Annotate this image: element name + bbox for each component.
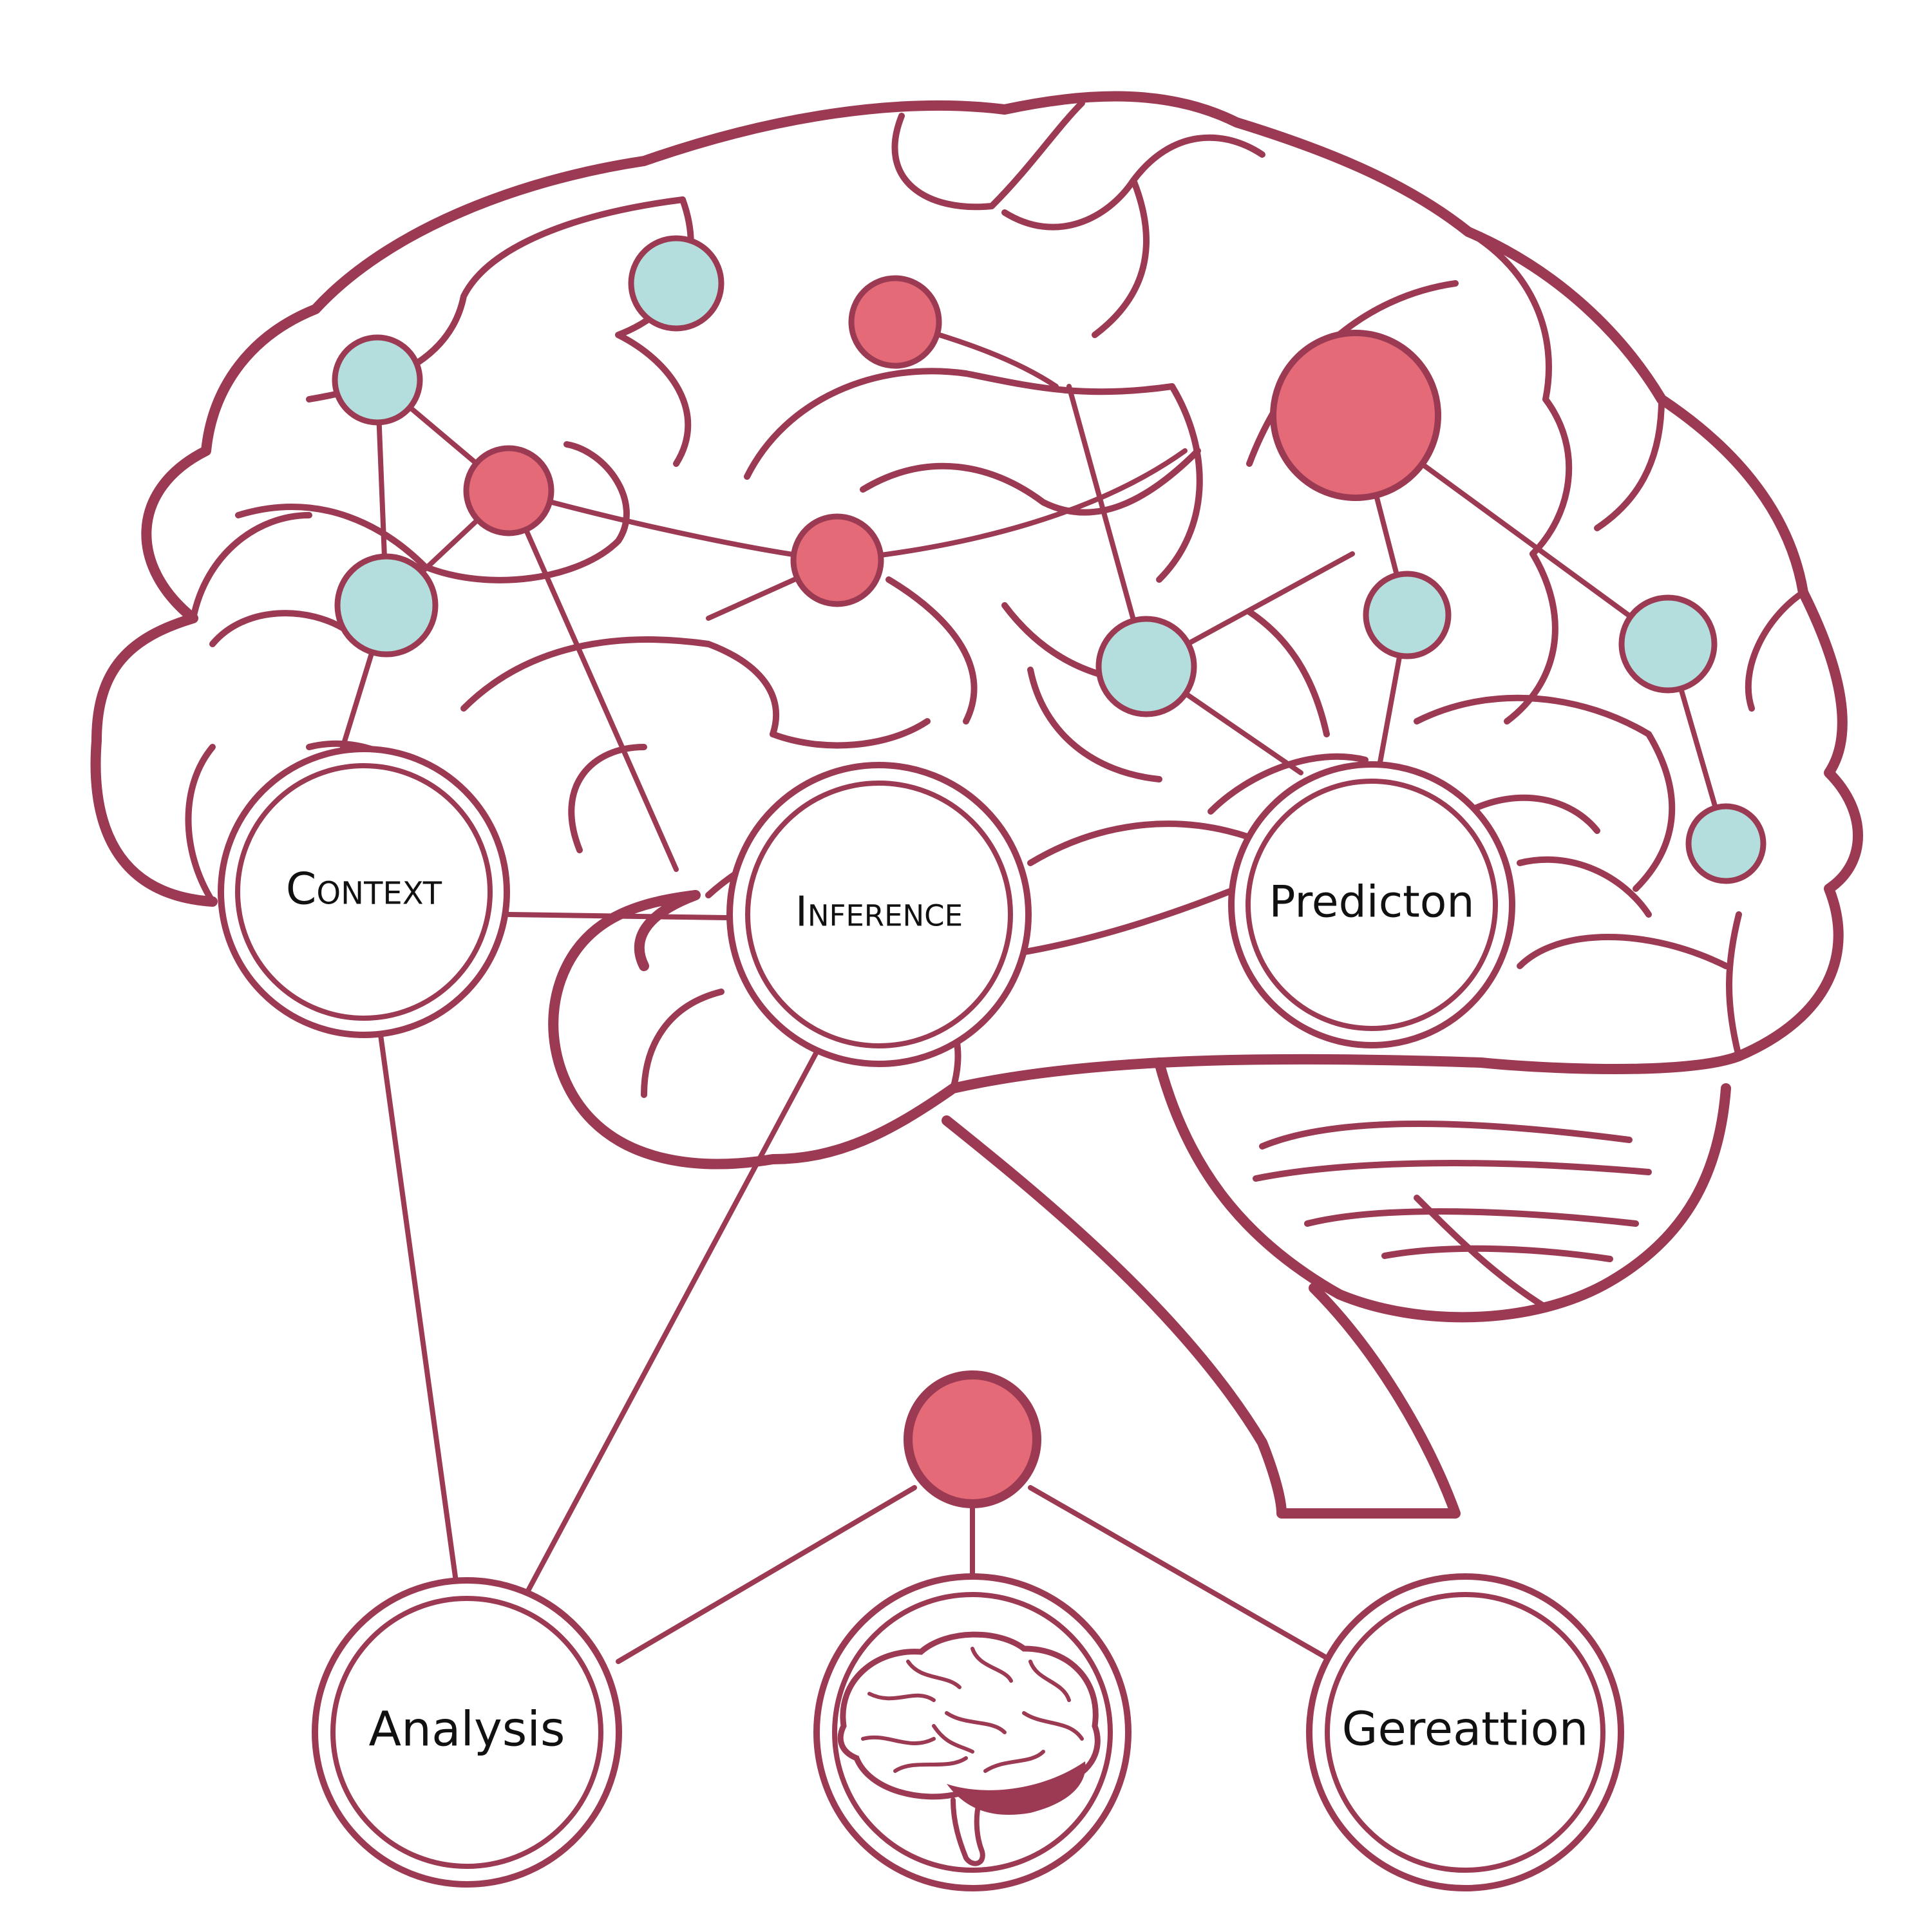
concept-inference[interactable]: Inference <box>726 762 1032 1067</box>
generation-label: Gereattion <box>1342 1702 1589 1756</box>
concept-prediction[interactable]: Predicton <box>1228 761 1515 1048</box>
link <box>616 1485 917 1664</box>
node-teal <box>1095 616 1197 717</box>
link <box>526 1047 820 1593</box>
node-red <box>790 513 884 607</box>
node-red <box>463 445 554 536</box>
link <box>1028 1485 1336 1664</box>
network-nodes <box>332 235 1766 1508</box>
hub-node-red <box>904 1370 1041 1508</box>
link <box>377 1028 460 1593</box>
node-teal <box>332 334 423 426</box>
context-label: Context <box>286 864 442 915</box>
brain-outline <box>90 91 1863 1519</box>
node-teal <box>1685 803 1766 884</box>
inference-label: Inference <box>795 889 963 936</box>
node-teal <box>1618 594 1718 694</box>
concept-context[interactable]: Context <box>218 746 510 1038</box>
node-teal <box>628 235 724 332</box>
concept-generation[interactable]: Gereattion <box>1306 1573 1624 1891</box>
prediction-label: Predicton <box>1269 877 1475 928</box>
node-teal <box>1363 571 1452 659</box>
node-red-large <box>1270 330 1441 501</box>
node-red <box>848 275 942 369</box>
concept-center-hub[interactable] <box>813 1573 1132 1891</box>
node-teal <box>334 553 439 658</box>
analysis-label: Analysis <box>369 1702 565 1757</box>
link <box>506 488 840 563</box>
brain-icon <box>837 1631 1101 1866</box>
concept-analysis[interactable]: Analysis <box>312 1577 622 1888</box>
link <box>506 488 679 872</box>
link <box>506 912 730 920</box>
link <box>835 448 1188 563</box>
